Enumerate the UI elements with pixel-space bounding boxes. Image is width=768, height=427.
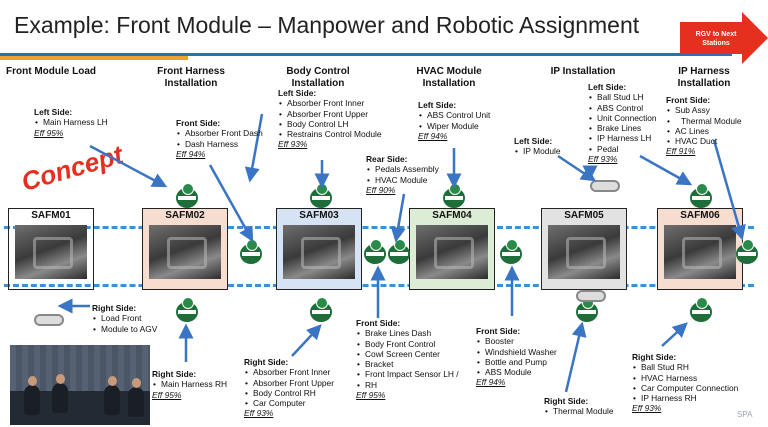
note-c5-left-ip: Left Side: IP Module	[514, 136, 561, 157]
column-heading-hvac-module: HVAC Module Installation	[416, 66, 482, 89]
presenter-figure	[52, 374, 68, 413]
column-heading-front-harness: Front Harness Installation	[157, 66, 225, 89]
robot-arm-icon	[590, 180, 620, 192]
rgv-arrow-icon	[680, 12, 768, 64]
note-c5-front: Front Side: Booster Windshield Washer Bo…	[476, 326, 557, 388]
station-label: SAFM06	[680, 210, 720, 221]
column-heading-front-module-load: Front Module Load	[6, 66, 96, 77]
presenter-figure	[104, 376, 120, 415]
station-label: SAFM05	[564, 210, 604, 221]
concept-label: Concept	[18, 139, 127, 197]
conveyor-line-bottom	[4, 284, 754, 287]
presenter-video-thumbnail[interactable]	[10, 345, 150, 425]
front-module-image	[283, 225, 355, 279]
front-module-image	[548, 225, 620, 279]
station-label: SAFM04	[432, 210, 472, 221]
column-heading-body-control: Body Control Installation	[286, 66, 350, 89]
conveyor-line-top	[4, 226, 754, 229]
operator-icon	[576, 297, 598, 322]
station-safm04[interactable]: SAFM04	[409, 208, 495, 290]
station-safm02[interactable]: SAFM02	[142, 208, 228, 290]
operator-icon	[176, 297, 198, 322]
robot-arm-icon	[34, 314, 64, 326]
note-c1-left: Left Side: Main Harness LH Eff 95%	[34, 107, 108, 138]
title-rule	[0, 53, 732, 56]
note-c5-left: Left Side: Ball Stud LH ABS Control Unit…	[588, 82, 657, 164]
station-safm03[interactable]: SAFM03	[276, 208, 362, 290]
front-module-image	[416, 225, 488, 279]
operator-icon	[690, 297, 712, 322]
note-c6-right: Right Side: Ball Stud RH HVAC Harness Ca…	[632, 352, 738, 414]
note-c2-right: Right Side: Main Harness RH Eff 95%	[152, 369, 227, 400]
operator-icon	[176, 183, 198, 208]
operator-icon	[364, 239, 386, 264]
front-module-image	[664, 225, 736, 279]
operator-icon	[443, 183, 465, 208]
slide-title: Example: Front Module – Manpower and Rob…	[14, 12, 640, 38]
front-module-image	[149, 225, 221, 279]
station-label: SAFM02	[165, 210, 205, 221]
note-c5-right: Right Side: Thermal Module	[544, 396, 614, 417]
station-safm05[interactable]: SAFM05	[541, 208, 627, 290]
station-safm06[interactable]: SAFM06	[657, 208, 743, 290]
note-c4-front: Front Side: Brake Lines Dash Body Front …	[356, 318, 459, 400]
operator-icon	[310, 183, 332, 208]
note-c4-left: Left Side: ABS Control UnitWiper Module …	[418, 100, 490, 141]
note-c3-right: Right Side: Absorber Front Inner Absorbe…	[244, 357, 334, 419]
rgv-label: RGV to Next Stations	[695, 31, 737, 47]
operator-icon	[736, 239, 758, 264]
title-rule-accent	[0, 56, 188, 60]
operator-icon	[690, 183, 712, 208]
column-heading-ip-installation: IP Installation	[550, 66, 616, 77]
operator-icon	[240, 239, 262, 264]
station-label: SAFM01	[31, 210, 71, 221]
column-heading-ip-harness: IP Harness Installation	[677, 66, 731, 89]
operator-icon	[500, 239, 522, 264]
operator-icon	[310, 297, 332, 322]
note-c4-rear: Rear Side: Pedals AssemblyHVAC Module Ef…	[366, 154, 439, 195]
presenter-figure	[24, 376, 40, 415]
station-safm01[interactable]: SAFM01	[8, 208, 94, 290]
station-label: SAFM03	[299, 210, 339, 221]
note-c2-front: Front Side: Absorber Front DashDash Harn…	[176, 118, 263, 159]
front-module-image	[15, 225, 87, 279]
logo-watermark: SPA	[737, 410, 753, 419]
presenter-figure	[128, 378, 144, 417]
note-c6-front: Front Side: Sub Assy Thermal Module AC L…	[666, 95, 742, 157]
operator-icon	[388, 239, 410, 264]
note-c3-left: Left Side: Absorber Front Inner Absorber…	[278, 88, 382, 150]
robot-arm-icon	[576, 290, 606, 302]
